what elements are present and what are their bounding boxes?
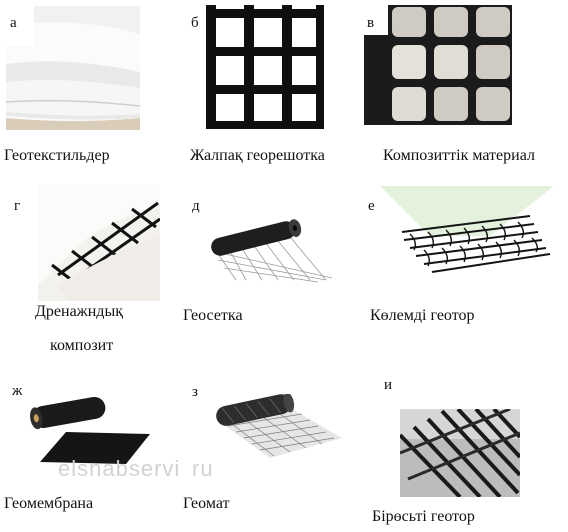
geotextile-image: а <box>6 6 140 130</box>
panel-letter-v: в <box>367 15 375 31</box>
panel-letter-d: д <box>192 198 200 214</box>
composite-material-image: в <box>364 5 512 125</box>
panel-letter-z: з <box>192 384 198 400</box>
panel-letter-b: б <box>191 15 199 31</box>
volumetric-geogrid-image <box>380 186 554 282</box>
panel-letter-a: а <box>10 15 17 31</box>
drainage-composite-image <box>38 185 160 301</box>
panel-letter-g: г <box>14 198 21 214</box>
caption-geonet: Геосетка <box>183 307 243 324</box>
geomat-roll-image <box>214 394 344 462</box>
caption-flat-geogrid: Жалпақ георешотка <box>190 147 325 164</box>
caption-geomembrane: Геомембрана <box>4 495 94 512</box>
watermark-tail-text: ru <box>192 456 214 481</box>
panel-letter-e: е <box>368 198 375 214</box>
caption-uniaxial-geogrid: Бірөсьті геотор <box>372 508 475 525</box>
caption-geotextile: Геотекстильдер <box>4 147 110 164</box>
uniaxial-geogrid-image <box>400 409 520 497</box>
geomembrane-roll-image <box>26 392 152 466</box>
caption-composite-material: Композиттік материал <box>383 147 535 164</box>
panel-letter-i: и <box>384 377 393 393</box>
geonet-roll-image <box>206 218 332 284</box>
panel-letter-zh: ж <box>12 383 23 399</box>
caption-geomat: Геомат <box>183 495 230 512</box>
caption-drainage-composite-line2: композит <box>50 337 114 354</box>
flat-geogrid-image: б <box>188 5 324 129</box>
caption-volumetric-geogrid: Көлемді геотор <box>370 307 475 324</box>
watermark-text: elsnabservi <box>58 456 181 481</box>
caption-drainage-composite-line1: Дренажндық <box>35 303 123 320</box>
